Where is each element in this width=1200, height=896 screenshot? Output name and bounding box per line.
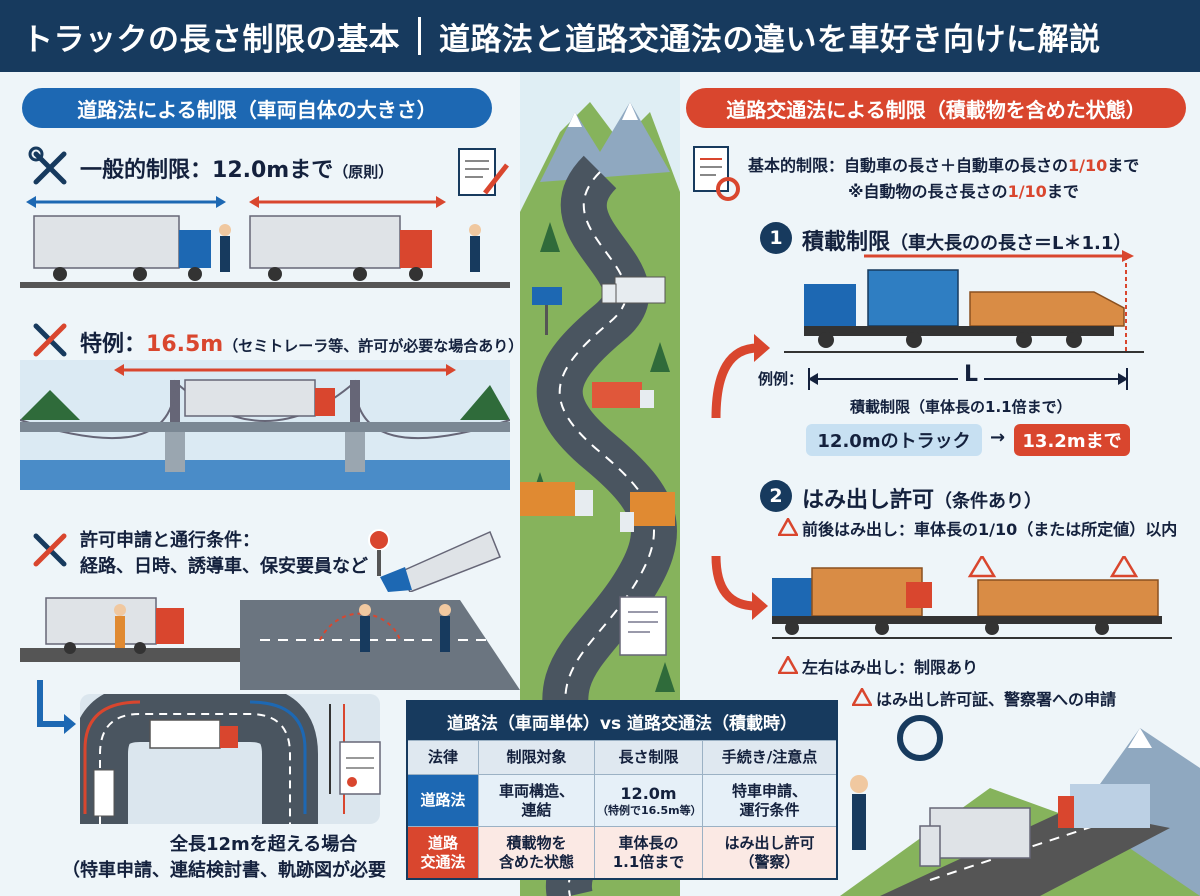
- basic-limit-fraction: 1/10: [1068, 156, 1108, 175]
- page-title-left: トラックの長さ制限の基本: [22, 21, 400, 58]
- table-header-target: 制限対象: [478, 741, 594, 774]
- table-cell-length: 12.0m （特例で16.5m等）: [594, 775, 702, 826]
- table-cell-law: 道路 交通法: [408, 827, 478, 878]
- table-cell-length: 車体長の 1.1倍まで: [594, 827, 702, 878]
- table-header-row: 法律 制限対象 長さ制限 手続き/注意点: [408, 740, 836, 774]
- item2-number: 2: [760, 480, 792, 512]
- item1-example-label: 例例：: [758, 370, 804, 388]
- basic-limit-label: 基本的制限：: [748, 156, 845, 175]
- basic-limit-line2: ※自動物の長さ長さの1/10まで: [848, 178, 1079, 202]
- tools-icon: [28, 146, 67, 185]
- table-cell-length-value: 12.0m: [620, 783, 677, 803]
- item2-permit: はみ出し許可証、警察署への申請: [876, 690, 1117, 709]
- table-header-length: 長さ制限: [594, 741, 702, 774]
- table-header-law: 法律: [427, 748, 458, 767]
- table-cell-procedure: はみ出し許可 （警察）: [702, 827, 836, 878]
- table-title: 道路法（車両単体）vs 道路交通法（積載時）: [408, 702, 836, 740]
- table-header-procedure: 手続き/注意点: [702, 741, 836, 774]
- special-limit-value: 16.5m: [146, 332, 224, 357]
- table-cell-target: 積載物を 含めた状態: [478, 827, 594, 878]
- item2-title: はみ出し許可: [802, 488, 935, 513]
- turning-path-illustration: [80, 694, 380, 824]
- truck-at-intersection-illustration: [380, 530, 501, 592]
- over12-requirements: （特車申請、連結検討書、軌跡図が必要: [62, 860, 386, 881]
- truck-comparison-illustration: [20, 196, 510, 288]
- certificate-icon: [339, 741, 381, 795]
- special-limit-label: 特例：: [80, 332, 147, 357]
- turn-arrow-icon: [37, 680, 76, 734]
- trailer-truck-illustration: [772, 556, 1172, 639]
- document-pen-icon: [458, 148, 509, 196]
- basic-limit-text: 自動車の長さ＋自動車の長さの: [844, 156, 1069, 175]
- table-cell-law: 道路法: [408, 775, 478, 826]
- item2-subtitle: （条件あり）: [934, 491, 1043, 512]
- intersection-illustration: [20, 597, 520, 690]
- item2-left-right: 左右はみ出し：制限あり: [802, 658, 979, 677]
- page-header: トラックの長さ制限の基本 道路法と道路交通法の違いを車好き向けに解説: [0, 0, 1200, 72]
- item1-arrow: →: [990, 427, 1006, 448]
- basic-limit-line1: 基本的制限：自動車の長さ＋自動車の長さの1/10まで: [748, 152, 1139, 176]
- basic-limit-note-text: ※自動物の長さ長さの: [848, 182, 1008, 201]
- item1-caption: 積載制限（車体長の1.1倍まで）: [850, 398, 1072, 416]
- warning-triangle-icon: [778, 518, 798, 536]
- basic-limit-end: まで: [1107, 156, 1140, 175]
- table-cell-length-note: （特例で16.5m等）: [597, 803, 702, 817]
- left-section-title: 道路法による制限（車両自体の大きさ）: [22, 88, 492, 128]
- title-separator: [418, 17, 421, 55]
- table-row: 道路法 車両構造、 連結 12.0m （特例で16.5m等） 特車申請、 運行条…: [408, 774, 836, 826]
- table-cell-target: 車両構造、 連結: [478, 775, 594, 826]
- highway-scene-illustration: [840, 715, 1200, 896]
- loaded-truck-illustration: [784, 250, 1144, 353]
- item1-subtitle: （車大長のの長さ＝L＊1.1）: [890, 233, 1132, 254]
- right-section-title: 道路交通法による制限（積載物を含めた状態）: [686, 88, 1186, 128]
- bridge-illustration: [20, 360, 510, 490]
- table-row: 道路 交通法 積載物を 含めた状態 車体長の 1.1倍まで はみ出し許可 （警察…: [408, 826, 836, 878]
- basic-limit-note-end: まで: [1046, 182, 1079, 201]
- item1-title: 積載制限: [802, 230, 891, 255]
- over12-title: 全長12mを超える場合: [170, 834, 358, 855]
- general-limit-line: 一般的制限：12.0mまで（原則）: [80, 152, 393, 184]
- general-limit-value: 12.0mまで: [212, 158, 334, 183]
- document-gear-icon: [693, 146, 740, 201]
- warning-triangle-icon: [852, 688, 872, 706]
- curved-arrow-icon: [711, 334, 770, 419]
- general-limit-note: （原則）: [333, 163, 394, 181]
- item1-number: 1: [760, 222, 792, 254]
- item2-front-rear: 前後はみ出し：車体長の1/10（または所定値）以内: [802, 520, 1178, 539]
- basic-limit-note-fraction: 1/10: [1007, 182, 1047, 201]
- special-limit-note: （セミトレーラ等、許可が必要な場合あり）: [223, 337, 524, 355]
- item2-heading: はみ出し許可（条件あり）: [802, 482, 1042, 514]
- tools-icon: [33, 323, 67, 357]
- general-limit-label: 一般的制限：: [80, 158, 213, 183]
- item1-dimension-label: L: [958, 362, 985, 387]
- stop-sign-icon: [368, 529, 390, 576]
- permit-title: 許可申請と通行条件：: [80, 530, 260, 551]
- comparison-table: 道路法（車両単体）vs 道路交通法（積載時） 法律 制限対象 長さ制限 手続き/…: [406, 700, 838, 880]
- special-limit-line: 特例：16.5m（セミトレーラ等、許可が必要な場合あり）: [80, 326, 523, 358]
- item1-to-chip: 13.2mまで: [1014, 424, 1130, 456]
- curved-arrow-icon: [711, 555, 768, 620]
- tools-icon: [33, 533, 67, 567]
- page-title-right: 道路法と道路交通法の違いを車好き向けに解説: [439, 21, 1101, 58]
- item1-heading: 積載制限（車大長のの長さ＝L＊1.1）: [802, 224, 1131, 256]
- item1-from-chip: 12.0mのトラック: [806, 424, 982, 456]
- table-cell-procedure: 特車申請、 運行条件: [702, 775, 836, 826]
- permit-conditions: 経路、日時、誘導車、保安要員など: [80, 556, 368, 577]
- warning-triangle-icon: [778, 656, 798, 674]
